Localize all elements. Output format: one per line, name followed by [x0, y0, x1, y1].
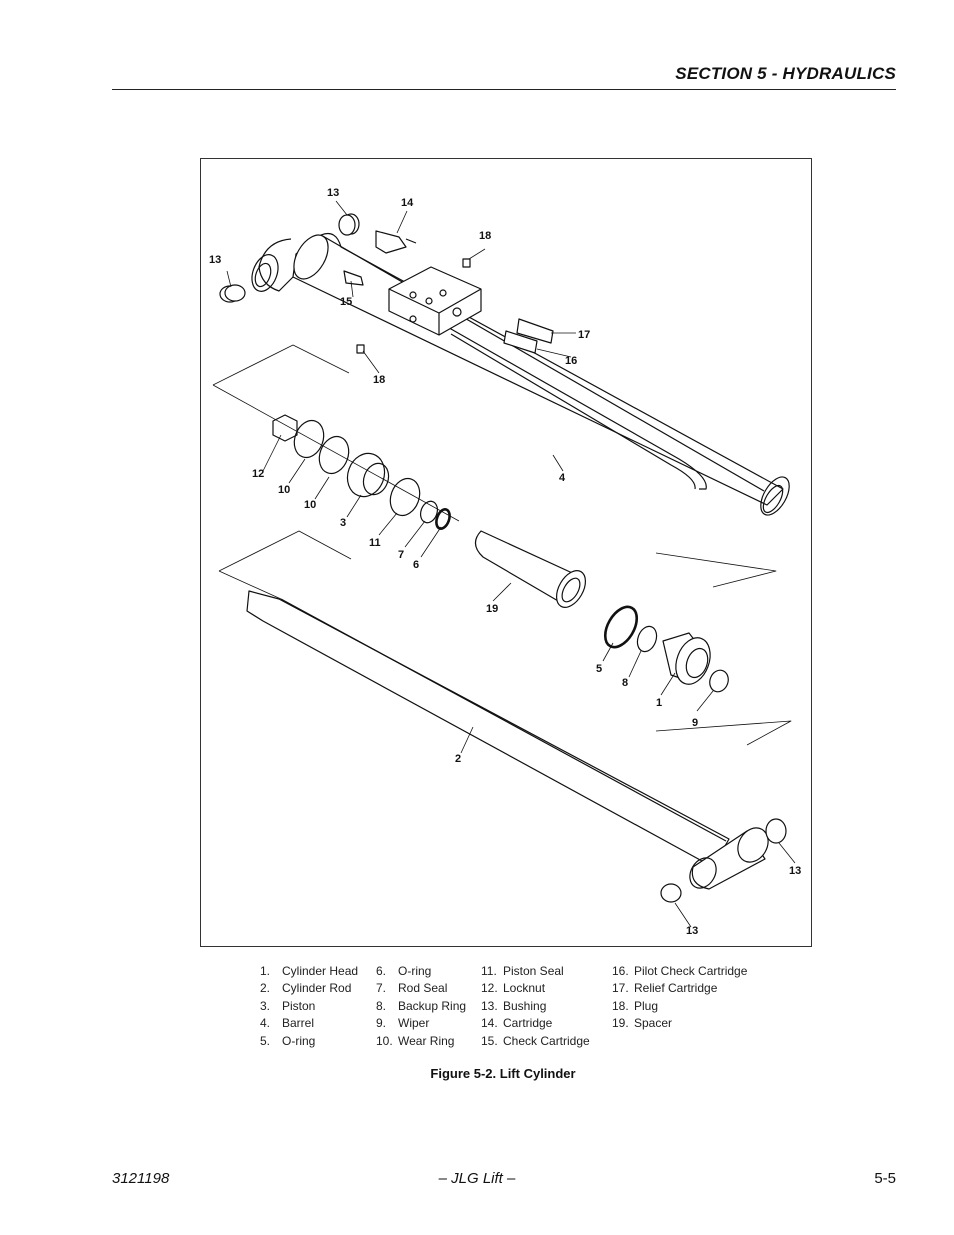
page-number: 5-5	[874, 1170, 896, 1187]
head-group	[603, 605, 729, 693]
figure-caption: Figure 5-2. Lift Cylinder	[430, 1066, 576, 1081]
callout-6: 6	[413, 559, 419, 571]
lift-cylinder-drawing: 13 14 18 13 15 17 16 18 12 10 10 3 11 7 …	[209, 187, 801, 937]
legend-column-3: 11.Piston Seal 12.Locknut 13.Bushing 14.…	[481, 963, 590, 1050]
legend-item: 8.Backup Ring	[376, 998, 467, 1013]
callout-10: 10	[278, 484, 290, 496]
legend-item: 10.Wear Ring	[376, 1033, 455, 1048]
legend-item: 13.Bushing	[481, 998, 547, 1013]
callout-18: 18	[479, 230, 491, 242]
callout-1: 1	[656, 697, 662, 709]
wear-rings	[293, 419, 350, 475]
legend-item: 1.Cylinder Head	[260, 964, 359, 978]
legend-item: 6.O-ring	[376, 964, 432, 978]
callout-13: 13	[327, 187, 339, 199]
legend-item: 15.Check Cartridge	[481, 1033, 590, 1048]
callout-2: 2	[455, 753, 461, 765]
legend-item: 4.Barrel	[260, 1016, 315, 1031]
footer-brand: – JLG Lift –	[438, 1170, 516, 1187]
spacer	[474, 530, 587, 608]
callout-13: 13	[686, 925, 698, 937]
section-title: SECTION 5 - HYDRAULICS	[675, 64, 896, 83]
piston	[346, 452, 390, 498]
legend-item: 2.Cylinder Rod	[260, 981, 352, 996]
legend-column-2: 6.O-ring 7.Rod Seal 8.Backup Ring 9.Wipe…	[376, 963, 466, 1050]
callout-17: 17	[578, 329, 590, 341]
callout-5: 5	[596, 663, 602, 675]
legend-item: 14.Cartridge	[481, 1016, 553, 1031]
legend-item: 11.Piston Seal	[481, 964, 564, 978]
header-rule	[112, 89, 896, 90]
cartridge-17-16	[503, 318, 554, 354]
callout-4: 4	[559, 472, 566, 484]
callout-10: 10	[304, 499, 316, 511]
legend-item: 12.Locknut	[481, 981, 546, 996]
callout-19: 19	[486, 603, 498, 615]
cartridge-14	[375, 230, 417, 254]
callout-9: 9	[692, 717, 698, 729]
callout-16: 16	[565, 355, 577, 367]
legend-column-4: 16.Pilot Check Cartridge 17.Relief Cartr…	[612, 963, 747, 1033]
callout-18: 18	[373, 374, 385, 386]
legend-item: 18.Plug	[612, 998, 659, 1013]
legend-column-1: 1.Cylinder Head 2.Cylinder Rod 3.Piston …	[260, 963, 358, 1050]
exploded-view-figure: 13 14 18 13 15 17 16 18 12 10 10 3 11 7 …	[200, 158, 812, 947]
callout-3: 3	[340, 517, 346, 529]
callout-12: 12	[252, 468, 264, 480]
callout-14: 14	[401, 197, 414, 209]
legend-item: 19.Spacer	[612, 1016, 673, 1031]
callout-13: 13	[209, 254, 221, 266]
barrel-illustration	[251, 232, 790, 516]
parts-legend: 1.Cylinder Head 2.Cylinder Rod 3.Piston …	[0, 963, 954, 1058]
legend-item: 7.Rod Seal	[376, 981, 448, 996]
valve-block	[388, 266, 482, 336]
doc-number: 3121198	[112, 1170, 170, 1187]
callout-13: 13	[789, 865, 801, 877]
legend-item: 16.Pilot Check Cartridge	[612, 964, 748, 978]
cartridge-15	[343, 270, 364, 286]
piston-seal-and-rings	[389, 477, 451, 530]
legend-item: 5.O-ring	[260, 1033, 316, 1048]
legend-item: 3.Piston	[260, 998, 316, 1013]
cylinder-rod	[246, 590, 787, 903]
callout-8: 8	[622, 677, 628, 689]
callout-7: 7	[398, 549, 404, 561]
legend-item: 17.Relief Cartridge	[612, 981, 718, 996]
plugs	[356, 258, 471, 354]
callout-15: 15	[340, 296, 352, 308]
callout-11: 11	[369, 537, 381, 549]
legend-item: 9.Wiper	[376, 1016, 430, 1031]
locknut	[272, 414, 298, 442]
